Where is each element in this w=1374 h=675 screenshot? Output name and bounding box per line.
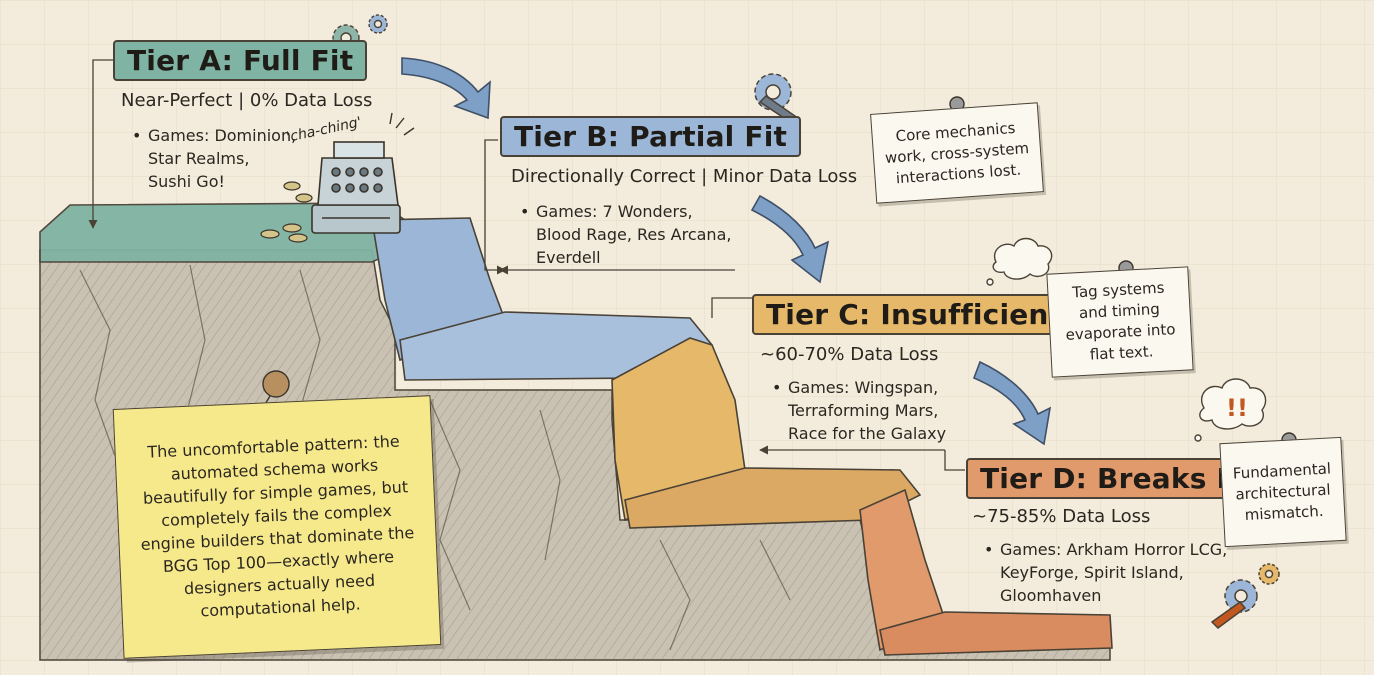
arrow-icon <box>401 57 491 120</box>
connector-lines <box>88 59 965 471</box>
tier-c-note: Tag systems and timing evaporate into fl… <box>1046 266 1194 378</box>
tier-c-cliff-face <box>611 337 746 522</box>
tier-b-subtitle: Directionally Correct | Minor Data Loss <box>511 166 858 187</box>
tier-d-games: •Games: Arkham Horror LCG, KeyForge, Spi… <box>984 540 1228 605</box>
sticky-note: The uncomfortable pattern: the automated… <box>112 395 442 659</box>
tier-d-subtitle: ~75-85% Data Loss <box>972 506 1151 527</box>
tier-c-title: Tier C: Insufficient <box>752 294 1077 335</box>
thought-cloud-icon <box>986 237 1053 286</box>
tier-b-note: Core mechanics work, cross-system intera… <box>870 102 1044 204</box>
tier-c-subtitle: ~60-70% Data Loss <box>760 344 939 365</box>
tier-d-note: Fundamental architectural mismatch. <box>1219 436 1347 548</box>
tier-a-games: •Games: Dominion, Star Realms, Sushi Go! <box>132 126 297 191</box>
rock-cracks <box>79 264 791 651</box>
wrench-gear-icon <box>754 73 797 123</box>
tier-a-title: Tier A: Full Fit <box>113 40 368 81</box>
coins <box>260 181 313 243</box>
tier-c-games: •Games: Wingspan, Terraforming Mars, Rac… <box>772 378 947 443</box>
tier-b-title: Tier B: Partial Fit <box>500 116 802 157</box>
thought-cloud-icon <box>1194 378 1267 442</box>
tier-d-ledge <box>879 611 1113 656</box>
arrow-icon <box>972 360 1052 446</box>
tier-c-ledge <box>624 467 922 529</box>
exclamation-mark: !! <box>1226 394 1248 422</box>
cash-register-icon <box>311 141 401 234</box>
tier-b-games: •Games: 7 Wonders, Blood Rage, Res Arcan… <box>520 202 732 267</box>
pushpin-icon <box>257 370 290 417</box>
sparkle-lines <box>389 112 415 136</box>
arrow-icon <box>750 194 830 284</box>
tier-a-subtitle: Near-Perfect | 0% Data Loss <box>121 90 373 111</box>
wrench-gear-icon <box>1210 563 1280 629</box>
